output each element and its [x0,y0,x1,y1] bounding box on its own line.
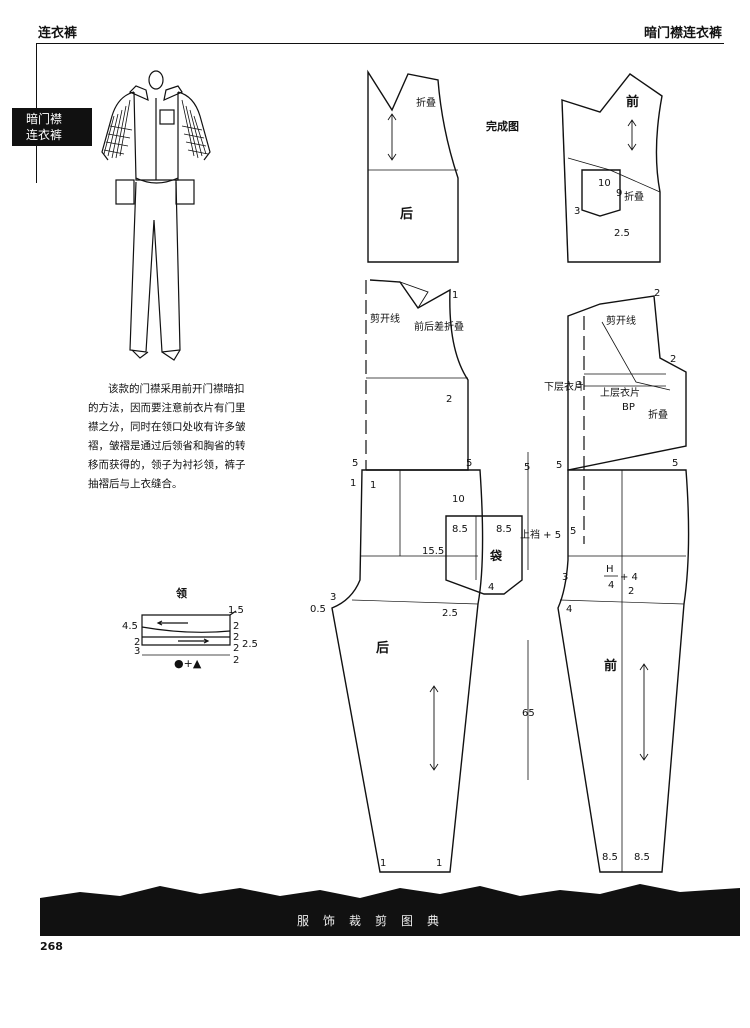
front-dim-3: 3 [576,380,582,391]
middle-rise: 上裆 + 5 [520,528,561,541]
collar-dim-2-5: 2.5 [242,639,258,650]
front-pants-label: 前 [604,658,617,674]
collar-dim-bottom-2: 2 [233,655,239,666]
back-crotch-2-5: 2.5 [442,608,458,619]
front-crotch-3: 3 [562,572,568,583]
front-fold: 折叠 [648,408,668,421]
front-h-den: 4 [608,580,614,591]
completed-pocket-10: 10 [598,178,611,189]
back-hip-15-5: 15.5 [422,546,444,557]
collar-dim-left-3: 3 [134,646,140,657]
garment-illustration [101,70,211,361]
front-upper-layer: 上层衣片 [600,386,640,399]
front-top-2b: 2 [670,354,676,365]
front-hem-8-5a: 8.5 [602,852,618,863]
back-pants-label: 后 [376,640,389,656]
completed-pocket-2-5: 2.5 [614,228,630,239]
back-waist-5-right: 5 [466,458,472,469]
front-h-plus: + 4 [620,572,638,583]
collar-formula: ●+▲ [174,657,202,670]
pattern-drafts: 完成图 后 折叠 前 折叠 10 9 3 2.5 剪开线 前后差折叠 1 2 5… [310,69,690,873]
completed-back-label: 后 [400,206,413,222]
collar-pattern: 领 1.5 4.5 2 3 2 2 2.5 2 2 ●+▲ [122,586,258,670]
collar-dim-4-5: 4.5 [122,621,138,632]
front-bp: BP [622,402,635,413]
front-under-layer: 下层衣片 [544,380,584,393]
page-number: 268 [40,940,63,953]
header-chapter-title: 暗门襟连衣裤 [643,26,722,41]
back-top-1: 1 [452,290,458,301]
front-rise-5: 5 [570,526,576,537]
header-rule [36,43,724,44]
header-section-title: 连衣裤 [38,26,78,41]
completed-view-title: 完成图 [486,119,519,133]
collar-dim-1-5: 1.5 [228,605,244,616]
back-side-2: 2 [446,394,452,405]
collar-dim-r2c: 2 [233,643,239,654]
side-tab-line2: 连衣裤 [26,128,63,142]
front-h-2: 2 [628,586,634,597]
middle-waist-5: 5 [524,462,530,473]
back-pocket-label: 袋 [489,548,503,563]
side-chapter-tab: 暗门襟 连衣裤 [12,108,92,146]
front-h-num: H [606,564,614,575]
front-waist-5-right: 5 [672,458,678,469]
front-top-2a: 2 [654,288,660,299]
collar-title: 领 [175,586,187,600]
completed-pocket-9: 9 [616,188,622,199]
front-hem-8-5b: 8.5 [634,852,650,863]
back-waist-5-left: 5 [352,458,358,469]
completed-front-fold: 折叠 [624,190,644,203]
front-crotch-4: 4 [566,604,572,615]
back-cut-line: 剪开线 [370,312,400,325]
back-hem-1a: 1 [380,858,386,869]
back-pocket-10: 10 [452,494,465,505]
back-hem-1b: 1 [436,858,442,869]
completed-pocket-3: 3 [574,206,580,217]
collar-dim-left-2: 2 [134,637,140,648]
collar-dim-r2a: 2 [233,621,239,632]
footer-band [40,884,740,936]
back-crotch-3: 3 [330,592,336,603]
front-waist-5-left: 5 [556,460,562,471]
footer-book-title: 服饰裁剪图典 [296,914,453,928]
completed-front-label: 前 [626,94,639,110]
back-fold-note: 前后差折叠 [414,320,464,333]
back-pocket-8-5a: 8.5 [452,524,468,535]
middle-inseam: 65 [522,708,535,719]
back-pocket-4: 4 [488,582,494,593]
back-crotch-0-5: 0.5 [310,604,326,615]
description-paragraph: 该款的门襟采用前开门襟暗扣的方法，因而要注意前衣片有门里襟之分，同时在领口处收有… [88,383,246,490]
side-tab-line1: 暗门襟 [26,112,63,126]
back-waist-1b: 1 [370,480,376,491]
front-cut-line: 剪开线 [606,314,636,327]
collar-dim-r2b: 2 [233,632,239,643]
back-waist-1a: 1 [350,478,356,489]
back-pocket-8-5b: 8.5 [496,524,512,535]
completed-back-fold: 折叠 [416,96,436,109]
